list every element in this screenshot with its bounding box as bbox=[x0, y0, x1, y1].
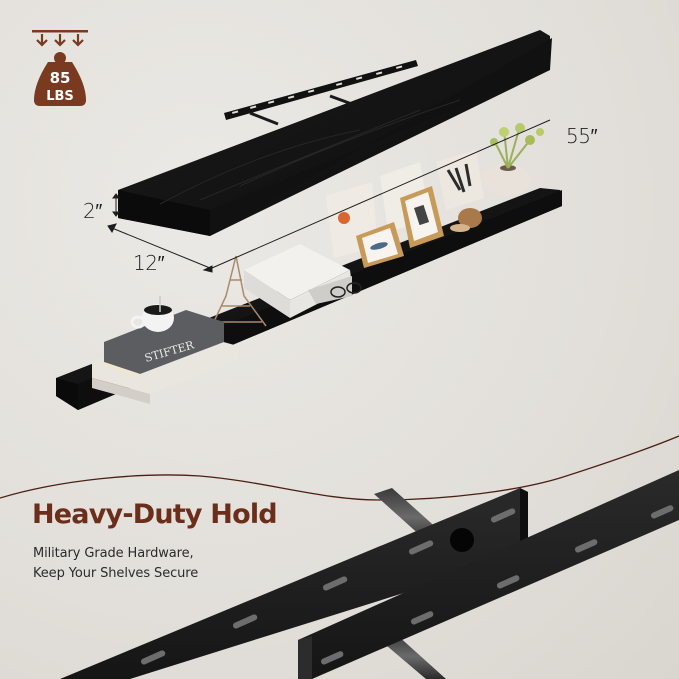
coffee-cup bbox=[130, 296, 174, 332]
feature-title: Heavy-Duty Hold bbox=[32, 499, 278, 530]
shelf-props: STIFTER bbox=[92, 123, 544, 404]
open-book bbox=[244, 244, 352, 318]
eiffel-tower-figurine bbox=[209, 255, 267, 331]
eyeglasses bbox=[330, 282, 362, 298]
length-label: 55″ bbox=[566, 124, 598, 148]
height-label: 2″ bbox=[83, 199, 102, 223]
weight-capacity-icon: 85 LBS bbox=[32, 30, 88, 106]
bracket-hole bbox=[450, 528, 474, 552]
picture-frame bbox=[356, 222, 404, 268]
depth-label: 12″ bbox=[133, 251, 165, 275]
badge-unit: LBS bbox=[46, 89, 74, 104]
wave-divider bbox=[0, 435, 679, 501]
dimension-lines bbox=[107, 119, 551, 273]
feature-line-1: Military Grade Hardware, bbox=[33, 546, 194, 561]
bracket-closeup bbox=[60, 470, 679, 679]
feature-line-2: Keep Your Shelves Secure bbox=[33, 566, 199, 581]
plant-vase bbox=[482, 123, 544, 196]
badge-value: 85 bbox=[50, 69, 71, 87]
top-shelf bbox=[118, 30, 552, 236]
book-stack: STIFTER bbox=[92, 310, 238, 404]
picture-frame bbox=[400, 186, 444, 248]
wooden-snail bbox=[458, 208, 482, 228]
